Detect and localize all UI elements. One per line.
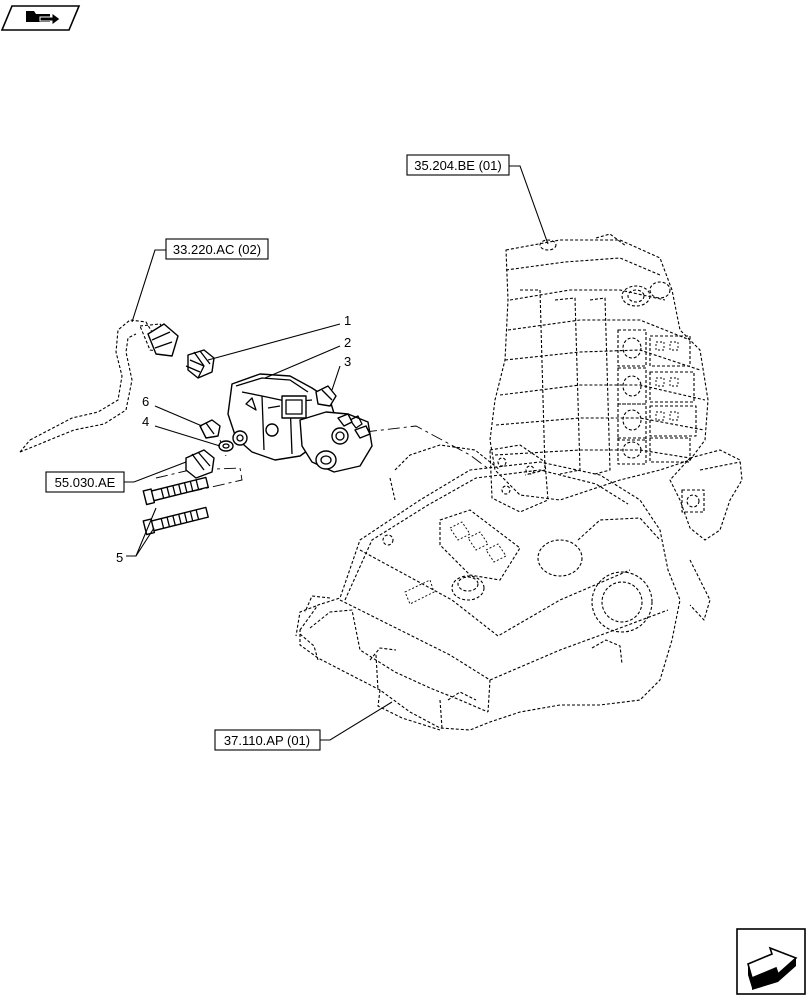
callout-2: 2	[344, 335, 351, 350]
part-2-valve-body	[227, 373, 373, 473]
part-1-adapter	[185, 349, 215, 379]
ref-box-35-204-be[interactable]: 35.204.BE (01)	[406, 154, 510, 176]
callout-3: 3	[344, 354, 351, 369]
part-6-screw-plug	[199, 419, 221, 439]
part-3-plug	[315, 385, 337, 407]
ref-box-55-030-ae[interactable]: 55.030.AE	[45, 471, 125, 493]
callout-1: 1	[344, 313, 351, 328]
ref-box-33-220-ac[interactable]: 33.220.AC (02)	[165, 238, 269, 260]
part-5-bolts	[142, 476, 209, 536]
transmission-housing	[295, 444, 681, 731]
ref-label-55-030-ae: 55.030.AE	[55, 475, 116, 490]
ref-label-35-204-be: 35.204.BE (01)	[414, 158, 501, 173]
valve-block-stack	[489, 233, 743, 621]
hose-end-fitting	[147, 323, 179, 357]
ref-label-33-220-ac: 33.220.AC (02)	[173, 242, 261, 257]
callout-4: 4	[142, 414, 149, 429]
hose-line	[19, 319, 171, 453]
sensor-fitting	[185, 449, 215, 479]
ref-box-37-110-ap[interactable]: 37.110.AP (01)	[214, 729, 321, 751]
ref-label-37-110-ap: 37.110.AP (01)	[224, 733, 310, 748]
leader-lines	[124, 165, 549, 741]
callout-6: 6	[142, 394, 149, 409]
callout-5: 5	[116, 550, 123, 565]
next-page-arrow-icon[interactable]	[736, 928, 806, 995]
folder-arrow-icon[interactable]	[0, 5, 81, 31]
part-4-washer	[218, 440, 234, 452]
